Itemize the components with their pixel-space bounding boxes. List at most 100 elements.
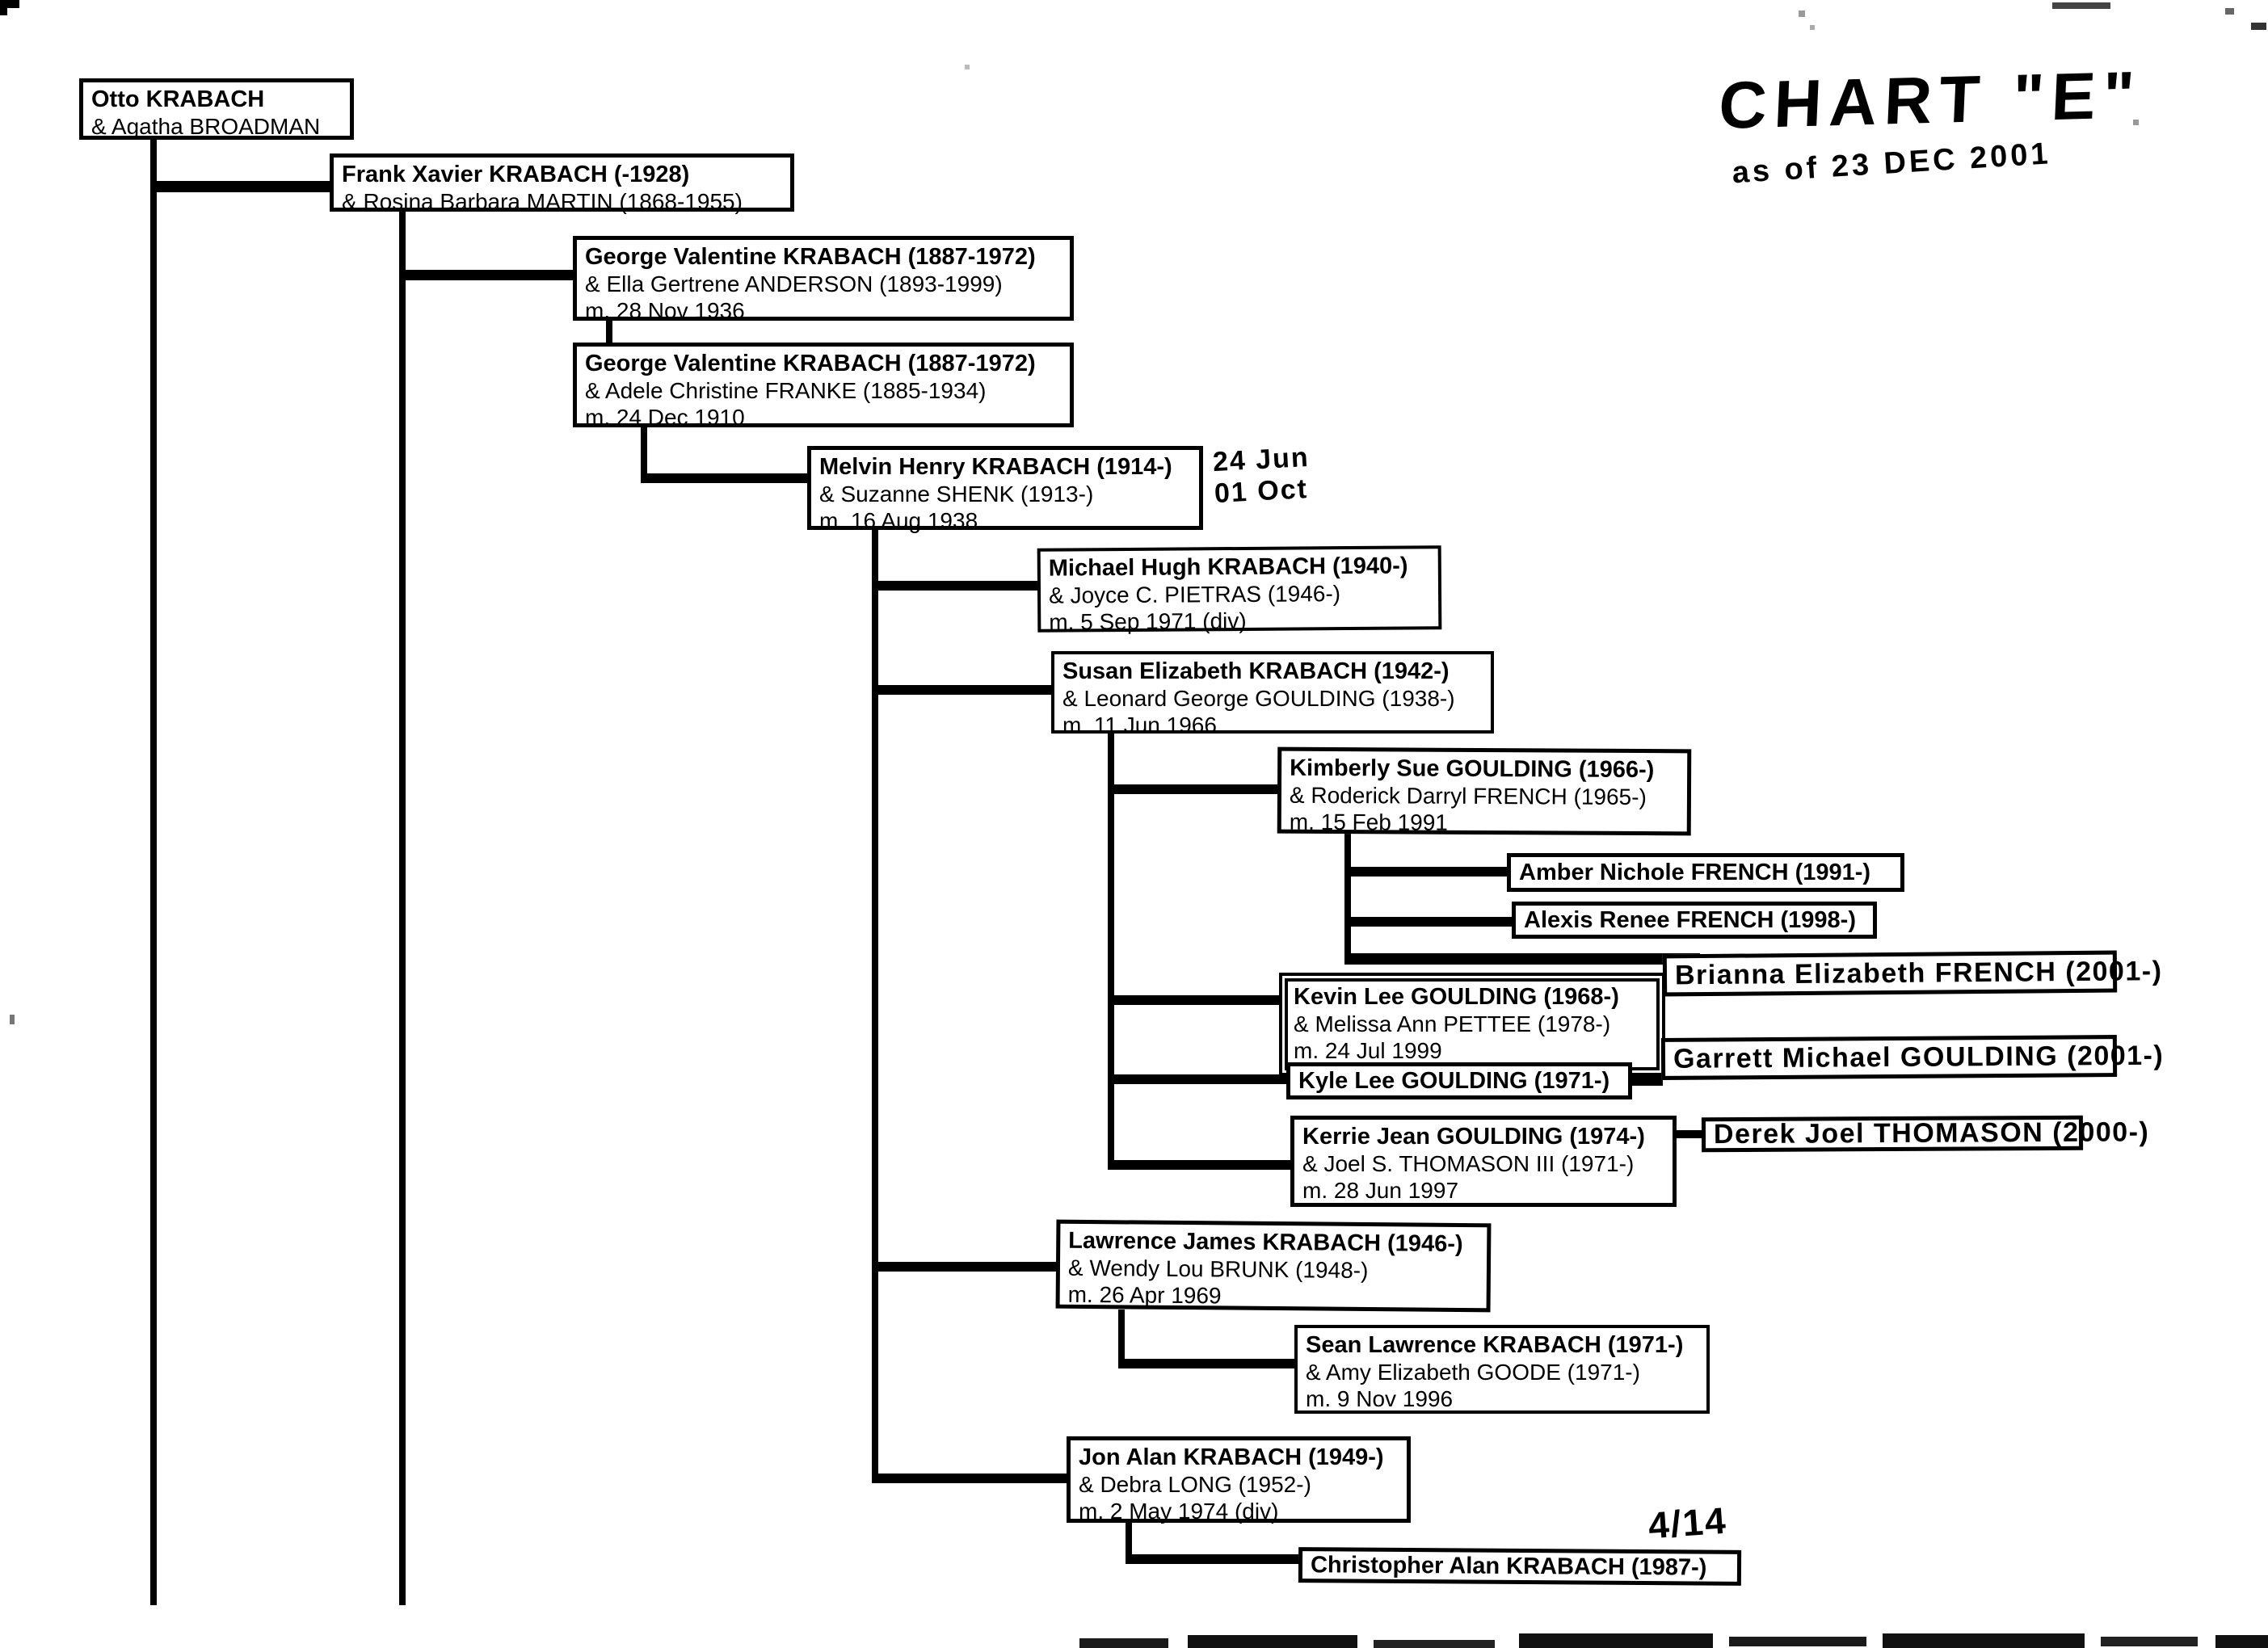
connector-line: [641, 473, 809, 483]
person-text-line: George Valentine KRABACH (1887-1972): [585, 244, 1036, 270]
connector-line: [1108, 1074, 1288, 1084]
person-box-sean: Sean Lawrence KRABACH (1971-)& Amy Eliza…: [1294, 1325, 1710, 1414]
scan-artifact: [0, 0, 19, 8]
scan-artifact: [1729, 1637, 1866, 1646]
scan-artifact: [2251, 23, 2266, 30]
person-box-garrett: Garrett Michael GOULDING (2001-): [1660, 1035, 2165, 1080]
person-box-kevin: Kevin Lee GOULDING (1968-)& Melissa Ann …: [1279, 973, 1665, 1076]
person-text-line: Brianna Elizabeth FRENCH (2001-): [1674, 955, 2163, 990]
connector-line: [1126, 1554, 1300, 1564]
person-box-alexis: Alexis Renee FRENCH (1998-): [1512, 902, 1877, 939]
person-text-line: & Ella Gertrene ANDERSON (1893-1999): [585, 271, 1003, 296]
person-text-line: & Suzanne SHENK (1913-): [819, 481, 1094, 507]
connector-line: [150, 181, 333, 192]
person-text-line: m. 24 Jul 1999: [1294, 1038, 1442, 1063]
person-text-line: Kevin Lee GOULDING (1968-): [1294, 984, 1619, 1010]
person-text-line: Alexis Renee FRENCH (1998-): [1524, 906, 1856, 933]
person-box-christopher: Christopher Alan KRABACH (1987-): [1298, 1547, 1742, 1586]
connector-line: [1108, 1160, 1292, 1170]
scan-artifact: [1810, 25, 1815, 30]
person-box-george-ella: George Valentine KRABACH (1887-1972)& El…: [573, 236, 1074, 323]
person-box-kyle: Kyle Lee GOULDING (1971-): [1286, 1062, 1632, 1099]
connector-line: [1344, 834, 1351, 963]
person-box-amber: Amber Nichole FRENCH (1991-): [1507, 853, 1904, 892]
connector-line: [1108, 784, 1279, 794]
person-text-line: m. 16 Aug 1938: [819, 508, 978, 533]
person-text-line: & Rosina Barbara MARTIN (1868-1955): [342, 189, 743, 214]
person-box-george-adele: George Valentine KRABACH (1887-1972)& Ad…: [573, 343, 1074, 430]
connector-line: [1118, 1359, 1296, 1368]
person-text-line: Amber Nichole FRENCH (1991-): [1519, 859, 1871, 885]
scan-artifact: [0, 0, 7, 15]
handwritten-note-page-marker: 4/14: [1647, 1499, 1728, 1548]
connector-line: [872, 529, 878, 1481]
person-box-kimberly: Kimberly Sue GOULDING (1966-)& Roderick …: [1277, 746, 1692, 836]
connector-line: [872, 1474, 1068, 1483]
person-box-derek: Derek Joel THOMASON (2000-): [1701, 1115, 2150, 1153]
scan-artifact: [2225, 8, 2234, 15]
connector-line: [872, 685, 1053, 695]
person-text-line: & Adele Christine FRANKE (1885-1934): [585, 378, 987, 403]
person-box-jon: Jon Alan KRABACH (1949-)& Debra LONG (19…: [1067, 1436, 1411, 1524]
person-text-line: & Debra LONG (1952-): [1079, 1472, 1311, 1497]
person-text-line: George Valentine KRABACH (1887-1972): [585, 351, 1036, 376]
connector-line: [399, 212, 406, 1605]
connector-line: [641, 427, 647, 481]
handwritten-note-line: 24 Jun: [1212, 441, 1311, 478]
person-text-line: m. 15 Feb 1991: [1289, 809, 1449, 835]
person-text-line: & Melissa Ann PETTEE (1978-): [1294, 1011, 1611, 1036]
scan-artifact: [1519, 1633, 1713, 1648]
person-box-lawrence: Lawrence James KRABACH (1946-)& Wendy Lo…: [1055, 1219, 1492, 1313]
person-text-line: & Roderick Darryl FRENCH (1965-): [1289, 782, 1647, 810]
person-text-line: m. 28 Jun 1997: [1302, 1178, 1459, 1203]
chart-title: CHART "E": [1717, 58, 2144, 143]
scan-artifact: [1374, 1640, 1495, 1648]
scan-artifact: [2133, 120, 2139, 125]
person-text-line: & Leonard George GOULDING (1938-): [1062, 686, 1455, 711]
connector-line: [872, 581, 1040, 591]
scan-artifact: [1799, 11, 1805, 17]
person-text-line: m. 26 Apr 1969: [1067, 1281, 1222, 1309]
person-text-line: Frank Xavier KRABACH (-1928): [342, 162, 690, 187]
person-text-line: m. 24 Dec 1910: [585, 405, 745, 430]
person-box-otto: Otto KRABACH& Agatha BROADMAN: [79, 78, 354, 140]
person-text-line: m. 9 Nov 1996: [1306, 1386, 1454, 1411]
person-text-line: Kimberly Sue GOULDING (1966-): [1290, 755, 1655, 784]
person-text-line: Michael Hugh KRABACH (1940-): [1048, 553, 1408, 582]
connector-line: [1344, 917, 1513, 927]
scan-artifact: [10, 1015, 15, 1024]
person-text-line: Garrett Michael GOULDING (2001-): [1673, 1040, 2165, 1074]
person-text-line: & Wendy Lou BRUNK (1948-): [1067, 1255, 1369, 1284]
person-text-line: & Joel S. THOMASON III (1971-): [1302, 1151, 1635, 1176]
person-text-line: m. 2 May 1974 (div): [1079, 1499, 1279, 1524]
connector-line: [872, 1262, 1058, 1272]
connector-line: [1108, 995, 1281, 1005]
person-text-line: m. 28 Nov 1936: [585, 298, 745, 323]
scan-artifact: [2215, 1635, 2268, 1648]
person-text-line: & Agatha BROADMAN: [91, 114, 321, 139]
person-text-line: Derek Joel THOMASON (2000-): [1713, 1116, 2150, 1150]
person-text-line: Otto KRABACH: [91, 86, 265, 112]
scan-artifact: [1188, 1635, 1357, 1648]
person-text-line: Susan Elizabeth KRABACH (1942-): [1062, 658, 1450, 684]
scan-artifact: [1079, 1638, 1168, 1648]
connector-line: [399, 270, 575, 280]
connector-line: [1126, 1522, 1132, 1564]
person-box-frank: Frank Xavier KRABACH (-1928)& Rosina Bar…: [330, 153, 794, 214]
person-box-brianna: Brianna Elizabeth FRENCH (2001-): [1662, 950, 2163, 997]
connector-line: [1344, 953, 1700, 965]
person-text-line: & Joyce C. PIETRAS (1946-): [1048, 581, 1341, 608]
person-text-line: m. 11 Jun 1966: [1062, 713, 1217, 738]
person-text-line: Kerrie Jean GOULDING (1974-): [1302, 1124, 1645, 1150]
connector-line: [150, 140, 157, 1605]
person-text-line: Kyle Lee GOULDING (1971-): [1298, 1067, 1610, 1094]
chart-title-block: CHART "E" as of 23 DEC 2001: [1717, 57, 2144, 190]
scan-artifact: [2052, 2, 2110, 9]
person-text-line: & Amy Elizabeth GOODE (1971-): [1306, 1360, 1640, 1385]
person-text-line: Melvin Henry KRABACH (1914-): [819, 454, 1172, 480]
person-text-line: m. 5 Sep 1971 (div): [1049, 607, 1247, 635]
person-text-line: Lawrence James KRABACH (1946-): [1068, 1227, 1463, 1258]
connector-line: [606, 320, 612, 344]
